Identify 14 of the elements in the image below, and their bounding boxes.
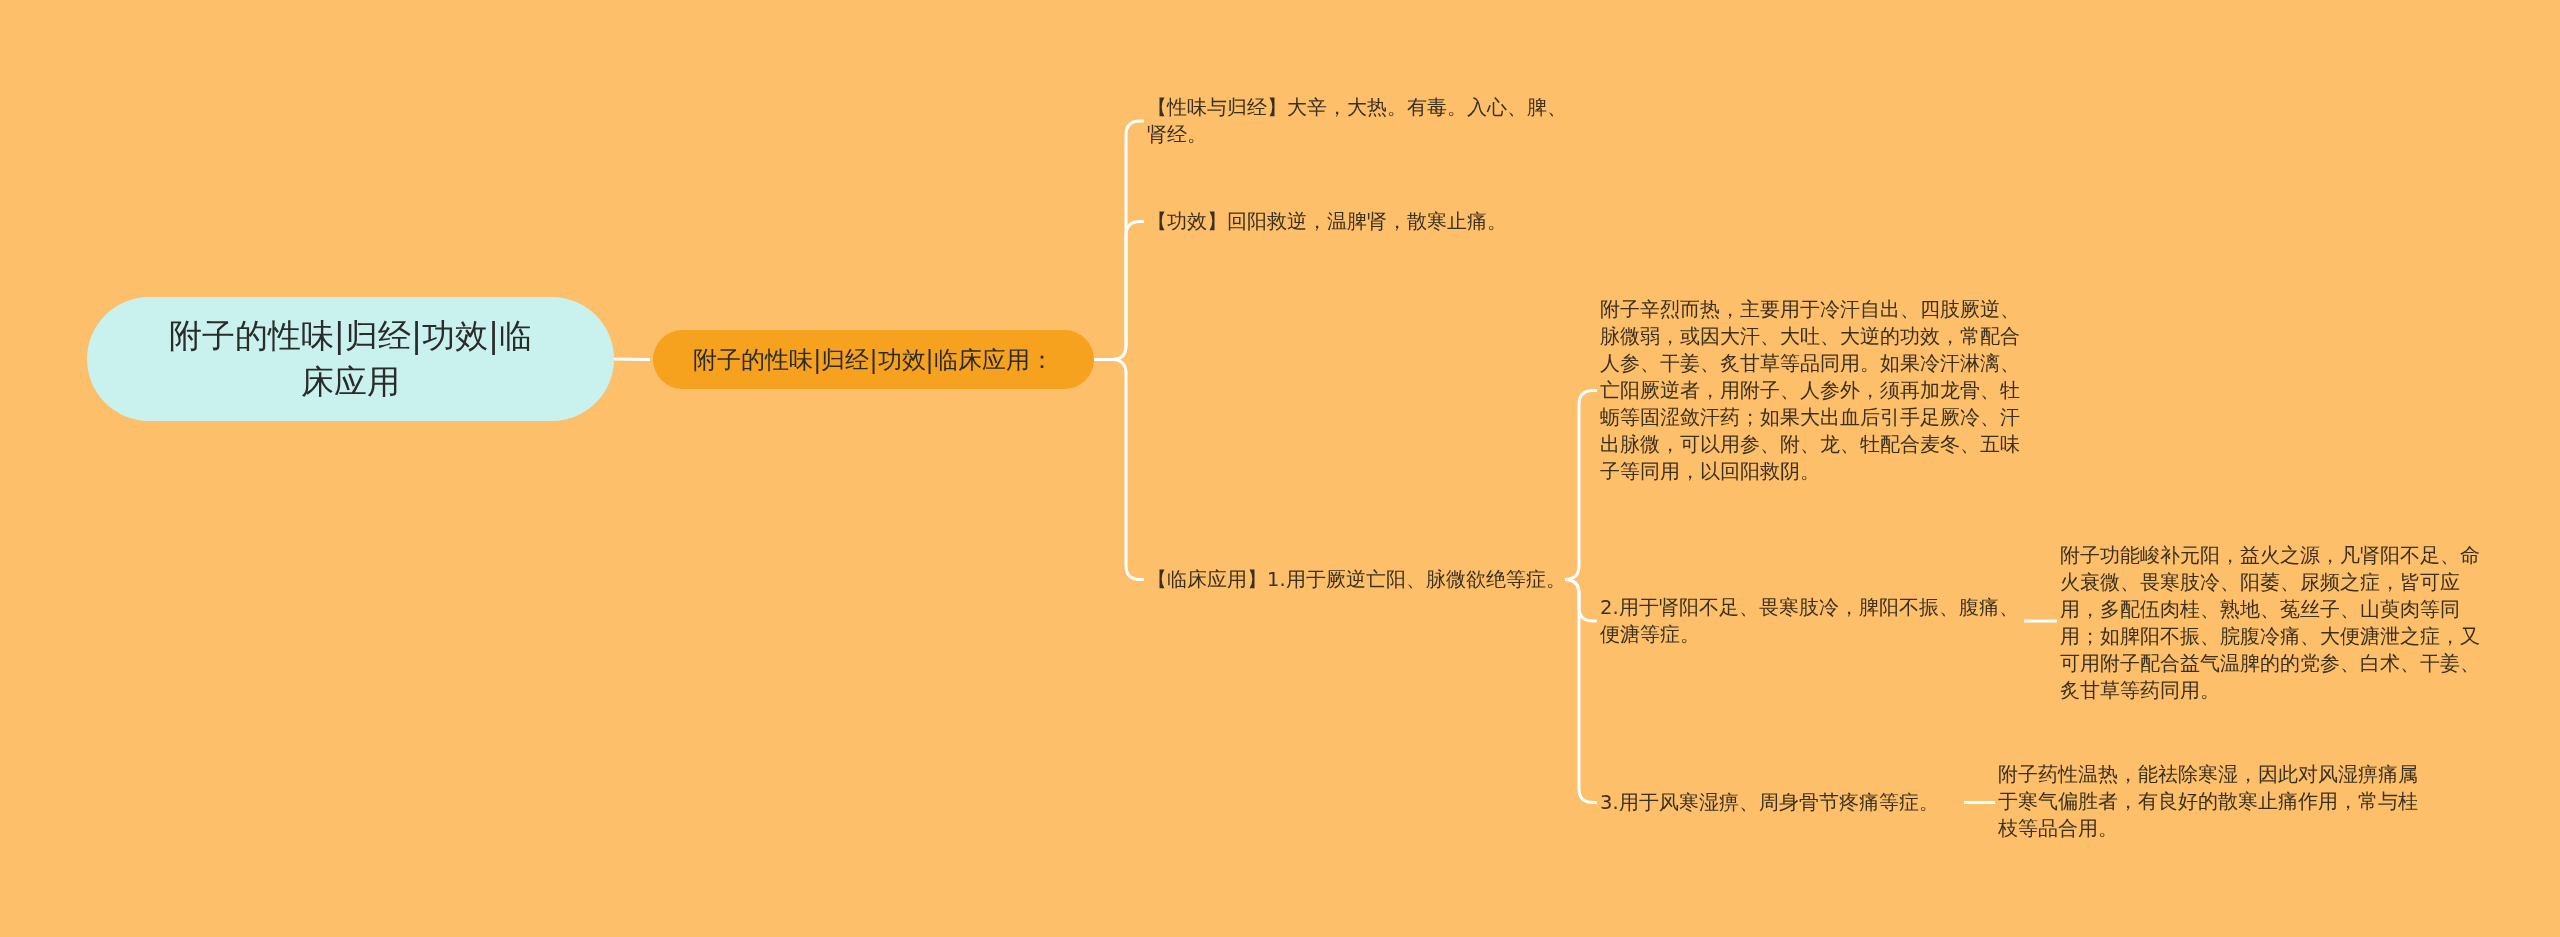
topic-text: 【临床应用】1.用于厥逆亡阳、脉微欲绝等症。	[1147, 566, 1567, 593]
topic-text: 2.用于肾阳不足、畏寒肢冷，脾阳不振、腹痛、便溏等症。	[1600, 594, 2020, 648]
connector-line	[1563, 578, 1597, 804]
branch-topic: 附子的性味|归经|功效|临床应用：	[653, 330, 1094, 389]
topic-text: 【功效】回阳救逆，温脾肾，散寒止痛。	[1147, 208, 1567, 235]
topic-text: 附子功能峻补元阳，益火之源，凡肾阳不足、命火衰微、畏寒肢冷、阳萎、尿频之症，皆可应用，多配伍肉桂、熟地、菟丝子、山萸肉等同用；如脾阳不振、脘腹冷痛、大便溏泄之症，又可用附子配合益气温脾的的党参、白术、干姜、炙甘草等药同用。	[2060, 542, 2490, 704]
connector-line	[1964, 801, 1995, 804]
topic-text: 【性味与归经】大辛，大热。有毒。入心、脾、肾经。	[1147, 94, 1567, 148]
root-topic: 附子的性味|归经|功效|临床应用	[87, 297, 614, 421]
topic-text: 3.用于风寒湿痹、周身骨节疼痛等症。	[1600, 789, 1960, 816]
connector-line	[613, 357, 651, 361]
connector-line	[2024, 619, 2057, 623]
topic-text: 附子药性温热，能祛除寒湿，因此对风湿痹痛属于寒气偏胜者，有良好的散寒止痛作用，常与桂枝等品合用。	[1998, 761, 2423, 842]
topic-text: 附子辛烈而热，主要用于冷汗自出、四肢厥逆、脉微弱，或因大汗、大吐、大逆的功效，常配合人参、干姜、炙甘草等品同用。如果冷汗淋漓、亡阳厥逆者，用附子、人参外，须再加龙骨、牡蛎等固涩敛汗药；如果大出血后引手足厥冷、汗出脉微，可以用参、附、龙、牡配合麦冬、五味子等同用，以回阳救阴。	[1600, 296, 2020, 485]
